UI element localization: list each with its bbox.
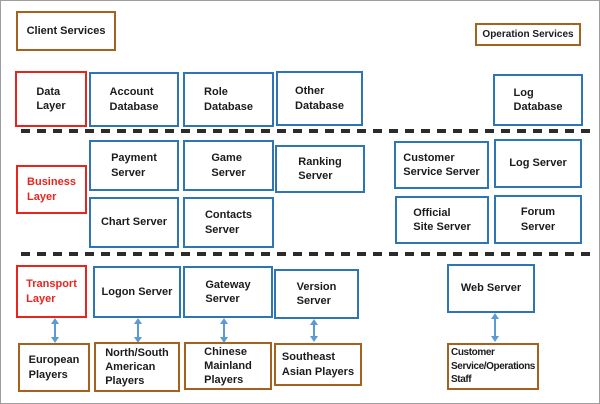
customer-service-operations-staff-box: Customer Service/Operations Staff bbox=[447, 343, 539, 390]
operation-services-label: Operation Services bbox=[482, 29, 574, 40]
north-south-american-players-box: North/South American Players bbox=[94, 342, 180, 392]
log-database-box: Log Database bbox=[493, 74, 583, 126]
log-database-label: Log Database bbox=[513, 86, 563, 113]
operation-services-box: Operation Services bbox=[475, 23, 581, 46]
arrow-web-staff-icon bbox=[490, 313, 499, 342]
chart-server-label: Chart Server bbox=[100, 216, 168, 229]
client-services-label: Client Services bbox=[26, 24, 106, 37]
arrow-logon-american-players-icon bbox=[133, 318, 142, 343]
layer-divider-data-business bbox=[21, 129, 591, 133]
role-database-label: Role Database bbox=[204, 86, 253, 113]
chinese-mainland-players-label: Chinese Mainland Players bbox=[204, 345, 252, 387]
game-server-box: Game Server bbox=[183, 140, 274, 191]
game-server-label: Game Server bbox=[211, 152, 246, 179]
ranking-server-box: Ranking Server bbox=[275, 145, 365, 193]
transport-layer-label: Transport Layer bbox=[26, 278, 77, 305]
account-database-label: Account Database bbox=[109, 86, 159, 113]
european-players-box: European Players bbox=[18, 343, 90, 392]
southeast-asian-players-label: Southeast Asian Players bbox=[281, 351, 355, 378]
business-layer-box: Business Layer bbox=[16, 165, 87, 214]
log-server-box: Log Server bbox=[494, 139, 582, 188]
web-server-box: Web Server bbox=[447, 264, 535, 313]
official-site-server-box: Official Site Server bbox=[395, 196, 489, 244]
forum-server-box: Forum Server bbox=[494, 195, 582, 244]
chinese-mainland-players-box: Chinese Mainland Players bbox=[184, 342, 272, 390]
layer-divider-business-transport bbox=[21, 252, 591, 256]
payment-server-label: Payment Server bbox=[111, 152, 157, 179]
other-database-box: Other Database bbox=[276, 71, 363, 126]
business-layer-label: Business Layer bbox=[27, 176, 76, 203]
arrow-gateway-chinese-players-icon bbox=[219, 318, 228, 343]
contacts-server-box: Contacts Server bbox=[183, 197, 274, 248]
customer-service-operations-staff-label: Customer Service/Operations Staff bbox=[451, 347, 535, 386]
customer-service-server-label: Customer Service Server bbox=[403, 151, 480, 178]
version-server-label: Version Server bbox=[296, 280, 337, 307]
payment-server-box: Payment Server bbox=[89, 140, 179, 191]
arrow-version-southeast-players-icon bbox=[309, 319, 318, 342]
customer-service-server-box: Customer Service Server bbox=[394, 141, 489, 189]
transport-layer-box: Transport Layer bbox=[16, 265, 87, 318]
data-layer-box: Data Layer bbox=[15, 71, 87, 127]
data-layer-label: Data Layer bbox=[36, 85, 66, 112]
other-database-label: Other Database bbox=[295, 85, 344, 112]
north-south-american-players-label: North/South American Players bbox=[105, 346, 169, 388]
chart-server-box: Chart Server bbox=[89, 197, 179, 248]
forum-server-label: Forum Server bbox=[520, 206, 556, 233]
web-server-label: Web Server bbox=[460, 282, 522, 295]
client-services-box: Client Services bbox=[16, 11, 116, 51]
arrow-transport-european-players-icon bbox=[50, 318, 59, 343]
log-server-label: Log Server bbox=[509, 157, 567, 170]
contacts-server-label: Contacts Server bbox=[204, 209, 253, 236]
ranking-server-label: Ranking Server bbox=[298, 155, 342, 182]
version-server-box: Version Server bbox=[274, 269, 359, 319]
logon-server-label: Logon Server bbox=[101, 285, 173, 298]
official-site-server-label: Official Site Server bbox=[413, 206, 471, 233]
gateway-server-box: Gateway Server bbox=[183, 266, 273, 318]
southeast-asian-players-box: Southeast Asian Players bbox=[274, 343, 362, 386]
logon-server-box: Logon Server bbox=[93, 266, 181, 318]
gateway-server-label: Gateway Server bbox=[205, 278, 251, 305]
account-database-box: Account Database bbox=[89, 72, 179, 127]
european-players-label: European Players bbox=[28, 354, 80, 381]
role-database-box: Role Database bbox=[183, 72, 274, 127]
